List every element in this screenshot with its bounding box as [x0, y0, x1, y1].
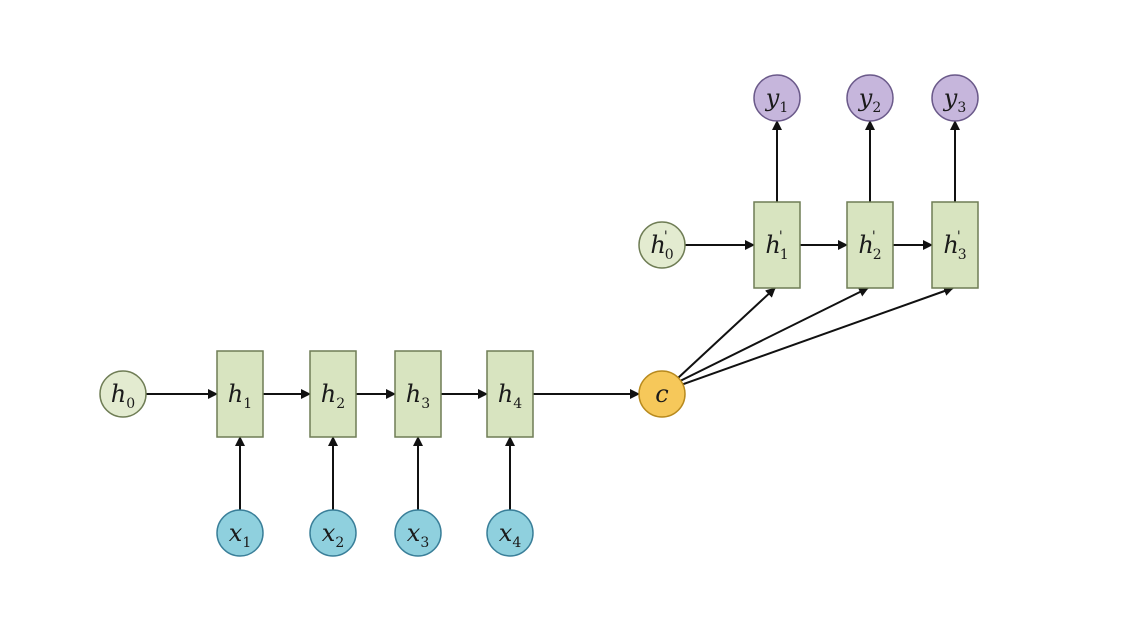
encoder-initial-state-label: h0 — [111, 380, 135, 412]
decoder-hidden-3: h'3 — [931, 201, 979, 289]
decoder-hidden-1-shape — [753, 201, 801, 289]
encoder-hidden-3: h3 — [394, 350, 442, 438]
input-x1-label: x1 — [229, 519, 251, 551]
input-x3-shape — [394, 509, 442, 557]
encoder-hidden-2-label: h2 — [321, 380, 345, 412]
decoder-initial-state-shape — [638, 221, 686, 269]
output-y2-shape — [846, 74, 894, 122]
input-x4-label: x4 — [499, 519, 522, 551]
decoder-initial-state: h'0 — [638, 221, 686, 269]
input-x3: x3 — [394, 509, 442, 557]
encoder-hidden-3-label: h3 — [406, 380, 430, 412]
encoder-hidden-1-label: h1 — [228, 380, 252, 412]
decoder-hidden-1: h'1 — [753, 201, 801, 289]
decoder-hidden-2-label: h'2 — [858, 229, 881, 263]
encoder-hidden-4-label: h4 — [498, 380, 522, 412]
encoder-hidden-4-shape — [486, 350, 534, 438]
decoder-hidden-2-shape — [846, 201, 894, 289]
context-vector-shape — [638, 370, 686, 418]
input-x4: x4 — [486, 509, 534, 557]
output-y3: y3 — [931, 74, 979, 122]
input-x2-shape — [309, 509, 357, 557]
encoder-hidden-2-shape — [309, 350, 357, 438]
output-y2: y2 — [846, 74, 894, 122]
output-y1-label: y1 — [765, 84, 788, 116]
input-x2-label: x2 — [322, 519, 344, 551]
edges-layer — [146, 120, 960, 510]
decoder-hidden-3-label: h'3 — [943, 229, 966, 263]
encoder-hidden-2: h2 — [309, 350, 357, 438]
nodes-layer: h0 h1 h2 h3 h4 x1 x2 x3 x4 c h'0 h'1 h'2 h'3 y1 y2 y3 — [99, 74, 979, 557]
context-vector-label: c — [655, 380, 668, 408]
encoder-initial-state: h0 — [99, 370, 147, 418]
encoder-hidden-1: h1 — [216, 350, 264, 438]
arrow-context-to-h2prime — [677, 287, 869, 383]
input-x4-shape — [486, 509, 534, 557]
input-x1-shape — [216, 509, 264, 557]
output-y2-label: y2 — [858, 84, 881, 116]
decoder-initial-state-label: h'0 — [650, 229, 673, 263]
context-vector: c — [638, 370, 686, 418]
output-y3-shape — [931, 74, 979, 122]
encoder-initial-state-shape — [99, 370, 147, 418]
arrow-context-to-h3prime — [677, 286, 954, 387]
output-y1-shape — [753, 74, 801, 122]
decoder-hidden-3-shape — [931, 201, 979, 289]
encoder-hidden-4: h4 — [486, 350, 534, 438]
arrow-context-to-h1prime — [677, 287, 776, 379]
decoder-hidden-2: h'2 — [846, 201, 894, 289]
encoder-hidden-1-shape — [216, 350, 264, 438]
output-y1: y1 — [753, 74, 801, 122]
input-x3-label: x3 — [407, 519, 429, 551]
decoder-hidden-1-label: h'1 — [765, 229, 788, 263]
encoder-hidden-3-shape — [394, 350, 442, 438]
output-y3-label: y3 — [943, 84, 966, 116]
input-x1: x1 — [216, 509, 264, 557]
input-x2: x2 — [309, 509, 357, 557]
